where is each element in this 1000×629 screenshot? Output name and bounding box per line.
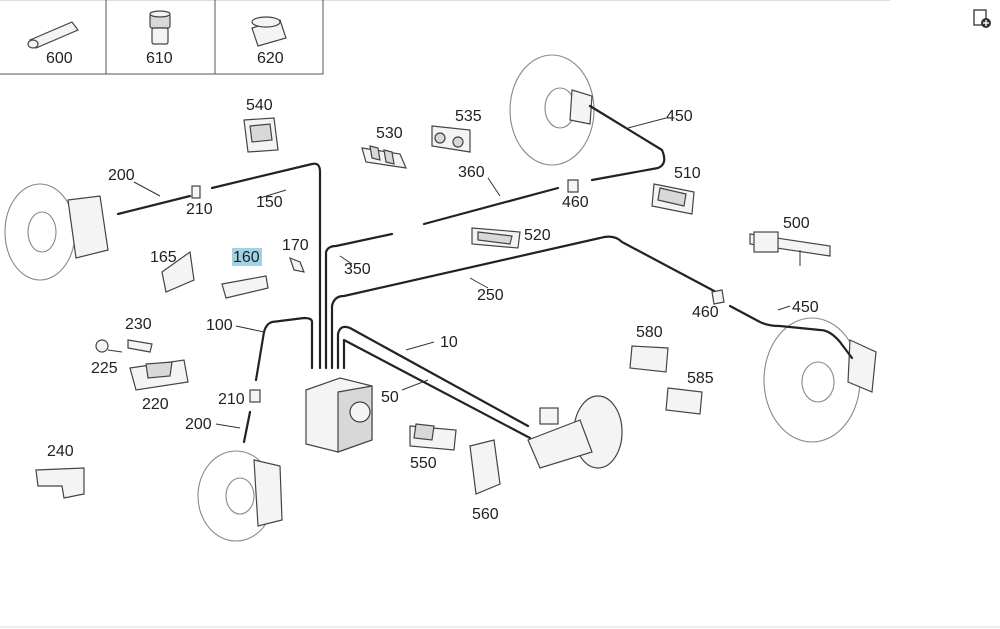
part-210-upper[interactable] — [191, 185, 201, 199]
part-240[interactable] — [35, 467, 85, 499]
label-10[interactable]: 10 — [440, 334, 458, 351]
part-165[interactable] — [161, 250, 195, 293]
label-520[interactable]: 520 — [524, 227, 551, 244]
part-210-lower[interactable] — [249, 389, 261, 403]
part-460-lower[interactable] — [711, 289, 725, 305]
label-165[interactable]: 165 — [150, 249, 177, 266]
label-220[interactable]: 220 — [142, 396, 169, 413]
selected-part-highlight — [232, 248, 262, 266]
label-170[interactable]: 170 — [282, 237, 309, 254]
part-500[interactable] — [749, 231, 831, 266]
part-550[interactable] — [409, 423, 457, 451]
part-610-nut[interactable] — [149, 10, 171, 45]
label-240[interactable]: 240 — [47, 443, 74, 460]
part-530[interactable] — [361, 145, 407, 169]
label-460-upper[interactable]: 460 — [562, 194, 589, 211]
label-460-lower[interactable]: 460 — [692, 304, 719, 321]
label-360[interactable]: 360 — [458, 164, 485, 181]
parts-table: 600 610 620 — [0, 0, 890, 75]
part-580[interactable] — [629, 345, 669, 373]
add-document-icon[interactable] — [973, 9, 991, 28]
part-160[interactable] — [221, 275, 269, 299]
label-200-lower[interactable]: 200 — [185, 416, 212, 433]
rear-right-disc — [763, 317, 877, 443]
table-cell-620[interactable]: 620 — [257, 50, 284, 67]
label-450-rear-right[interactable]: 450 — [792, 299, 819, 316]
label-560[interactable]: 560 — [472, 506, 499, 523]
leader-lines — [133, 117, 791, 429]
part-620-connector[interactable] — [251, 16, 287, 47]
label-510[interactable]: 510 — [674, 165, 701, 182]
table-cell-610[interactable]: 610 — [146, 50, 173, 67]
label-585[interactable]: 585 — [687, 370, 714, 387]
label-160[interactable]: 160 — [233, 249, 260, 266]
label-225[interactable]: 225 — [91, 360, 118, 377]
part-540[interactable] — [243, 117, 279, 153]
label-535[interactable]: 535 — [455, 108, 482, 125]
label-210-upper[interactable]: 210 — [186, 201, 213, 218]
front-left-disc — [4, 183, 109, 281]
brake-booster[interactable] — [527, 395, 623, 469]
label-230[interactable]: 230 — [125, 316, 152, 333]
part-170[interactable] — [289, 256, 305, 273]
label-500[interactable]: 500 — [783, 215, 810, 232]
part-535[interactable] — [431, 125, 471, 153]
part-220[interactable] — [129, 359, 189, 391]
part-510[interactable] — [651, 183, 695, 215]
part-460-upper[interactable] — [567, 179, 579, 193]
part-225[interactable] — [95, 339, 123, 353]
rear-left-disc — [509, 54, 595, 166]
label-580[interactable]: 580 — [636, 324, 663, 341]
part-560[interactable] — [469, 439, 501, 495]
part-520[interactable] — [471, 227, 521, 249]
label-540[interactable]: 540 — [246, 97, 273, 114]
part-600-sleeve[interactable] — [27, 21, 79, 49]
label-550[interactable]: 550 — [410, 455, 437, 472]
part-585[interactable] — [665, 387, 703, 415]
part-labels: 540 530 535 450 360 510 200 210 150 460 … — [47, 97, 819, 523]
label-250[interactable]: 250 — [477, 287, 504, 304]
abs-unit[interactable] — [305, 377, 373, 453]
front-right-disc — [197, 450, 283, 542]
brake-lines — [116, 104, 854, 444]
label-450-rear-left[interactable]: 450 — [666, 108, 693, 125]
label-350[interactable]: 350 — [344, 261, 371, 278]
part-230[interactable] — [127, 339, 153, 353]
label-210-lower[interactable]: 210 — [218, 391, 245, 408]
table-cell-600[interactable]: 600 — [46, 50, 73, 67]
label-100[interactable]: 100 — [206, 317, 233, 334]
label-530[interactable]: 530 — [376, 125, 403, 142]
label-150[interactable]: 150 — [256, 194, 283, 211]
label-200-upper[interactable]: 200 — [108, 167, 135, 184]
label-50[interactable]: 50 — [381, 389, 399, 406]
